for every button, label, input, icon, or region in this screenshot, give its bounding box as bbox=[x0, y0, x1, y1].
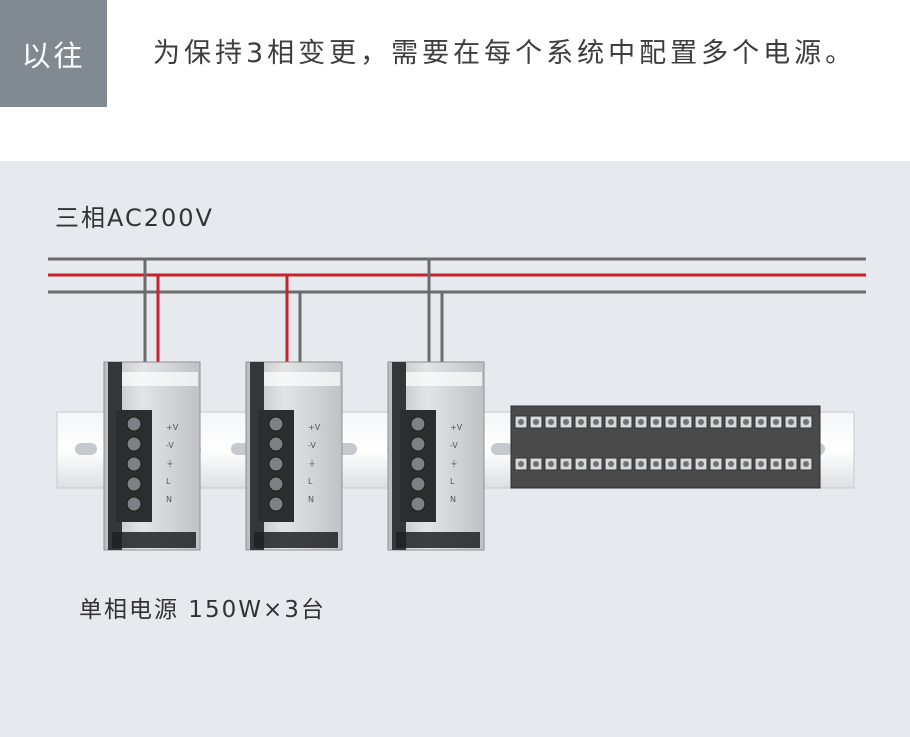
terminal-screw bbox=[608, 419, 614, 425]
terminal-screw bbox=[548, 419, 554, 425]
psu-terminal-mark: N bbox=[166, 495, 172, 504]
terminal-screw bbox=[563, 419, 569, 425]
terminal-screw bbox=[773, 461, 779, 467]
psu-terminal-screw bbox=[126, 476, 142, 492]
psu-terminal-mark: +V bbox=[450, 423, 463, 432]
terminal-screw bbox=[773, 419, 779, 425]
psu-terminal-screw bbox=[410, 416, 426, 432]
terminal-screw bbox=[533, 461, 539, 467]
psu-terminal-mark: +V bbox=[308, 423, 321, 432]
terminal-screw bbox=[578, 419, 584, 425]
terminal-screw bbox=[713, 461, 719, 467]
terminal-screw bbox=[803, 419, 809, 425]
terminal-screw bbox=[608, 461, 614, 467]
terminal-screw bbox=[668, 461, 674, 467]
psu-terminal-screw bbox=[268, 496, 284, 512]
terminal-screw bbox=[758, 461, 764, 467]
psu-terminal-screw bbox=[410, 496, 426, 512]
psu-terminal-mark: ⏚ bbox=[450, 459, 458, 468]
terminal-screw bbox=[623, 461, 629, 467]
previous-tag: 以往 bbox=[0, 0, 107, 107]
terminal-screw bbox=[563, 461, 569, 467]
drop-wires bbox=[143, 259, 444, 362]
terminal-screw bbox=[683, 461, 689, 467]
terminal-screw bbox=[653, 419, 659, 425]
psu-terminal-screw bbox=[268, 416, 284, 432]
headline-text: 为保持3相变更，需要在每个系统中配置多个电源。 bbox=[153, 38, 857, 69]
rail-hole bbox=[491, 443, 513, 455]
psu-terminal-screw bbox=[126, 436, 142, 452]
psu-terminal-mark: N bbox=[308, 495, 314, 504]
psu-terminal-screw bbox=[268, 456, 284, 472]
supply-label: 三相AC200V bbox=[55, 204, 214, 232]
psu-terminal-mark: -V bbox=[308, 441, 316, 450]
psu-terminal-mark: L bbox=[450, 477, 455, 486]
terminal-screw bbox=[743, 419, 749, 425]
psu-terminal-mark: N bbox=[450, 495, 456, 504]
power-supply-1: +V -V ⏚ LN bbox=[103, 361, 201, 551]
terminal-screw bbox=[623, 419, 629, 425]
terminal-screw bbox=[593, 419, 599, 425]
terminal-screw bbox=[758, 419, 764, 425]
psu-terminal-screw bbox=[410, 436, 426, 452]
power-supply-3: +V -V ⏚ LN bbox=[387, 361, 485, 551]
psu-terminal-mark: -V bbox=[166, 441, 174, 450]
rail-hole bbox=[75, 443, 97, 455]
terminal-screw bbox=[698, 419, 704, 425]
terminal-screw bbox=[518, 461, 524, 467]
psu-terminal-mark: ⏚ bbox=[166, 459, 174, 468]
terminal-screw bbox=[578, 461, 584, 467]
terminal-screw bbox=[788, 461, 794, 467]
psu-terminal-mark: L bbox=[166, 477, 171, 486]
terminal-screw bbox=[638, 461, 644, 467]
psu-terminal-screw bbox=[410, 456, 426, 472]
terminal-screw bbox=[638, 419, 644, 425]
terminal-screw bbox=[653, 461, 659, 467]
power-supply-2: +V -V ⏚ LN bbox=[245, 361, 343, 551]
psu-terminal-mark: -V bbox=[450, 441, 458, 450]
psu-terminal-screw bbox=[268, 436, 284, 452]
terminal-screw bbox=[713, 419, 719, 425]
psu-terminal-screw bbox=[410, 476, 426, 492]
psu-terminal-mark: +V bbox=[166, 423, 179, 432]
terminal-screw bbox=[533, 419, 539, 425]
psu-terminal-mark: L bbox=[308, 477, 313, 486]
terminal-block-cells bbox=[514, 415, 813, 471]
psu-terminal-screw bbox=[268, 476, 284, 492]
psu-label: 单相电源 150W×3台 bbox=[79, 597, 326, 623]
terminal-screw bbox=[593, 461, 599, 467]
psu-terminal-mark: ⏚ bbox=[308, 459, 316, 468]
terminal-screw bbox=[743, 461, 749, 467]
terminal-screw bbox=[683, 419, 689, 425]
terminal-screw bbox=[803, 461, 809, 467]
psu-terminal-screw bbox=[126, 416, 142, 432]
terminal-screw bbox=[668, 419, 674, 425]
terminal-screw bbox=[548, 461, 554, 467]
terminal-screw bbox=[518, 419, 524, 425]
psu-terminal-screw bbox=[126, 456, 142, 472]
terminal-screw bbox=[698, 461, 704, 467]
terminal-screw bbox=[728, 461, 734, 467]
terminal-screw bbox=[788, 419, 794, 425]
psu-terminal-screw bbox=[126, 496, 142, 512]
terminal-screw bbox=[728, 419, 734, 425]
